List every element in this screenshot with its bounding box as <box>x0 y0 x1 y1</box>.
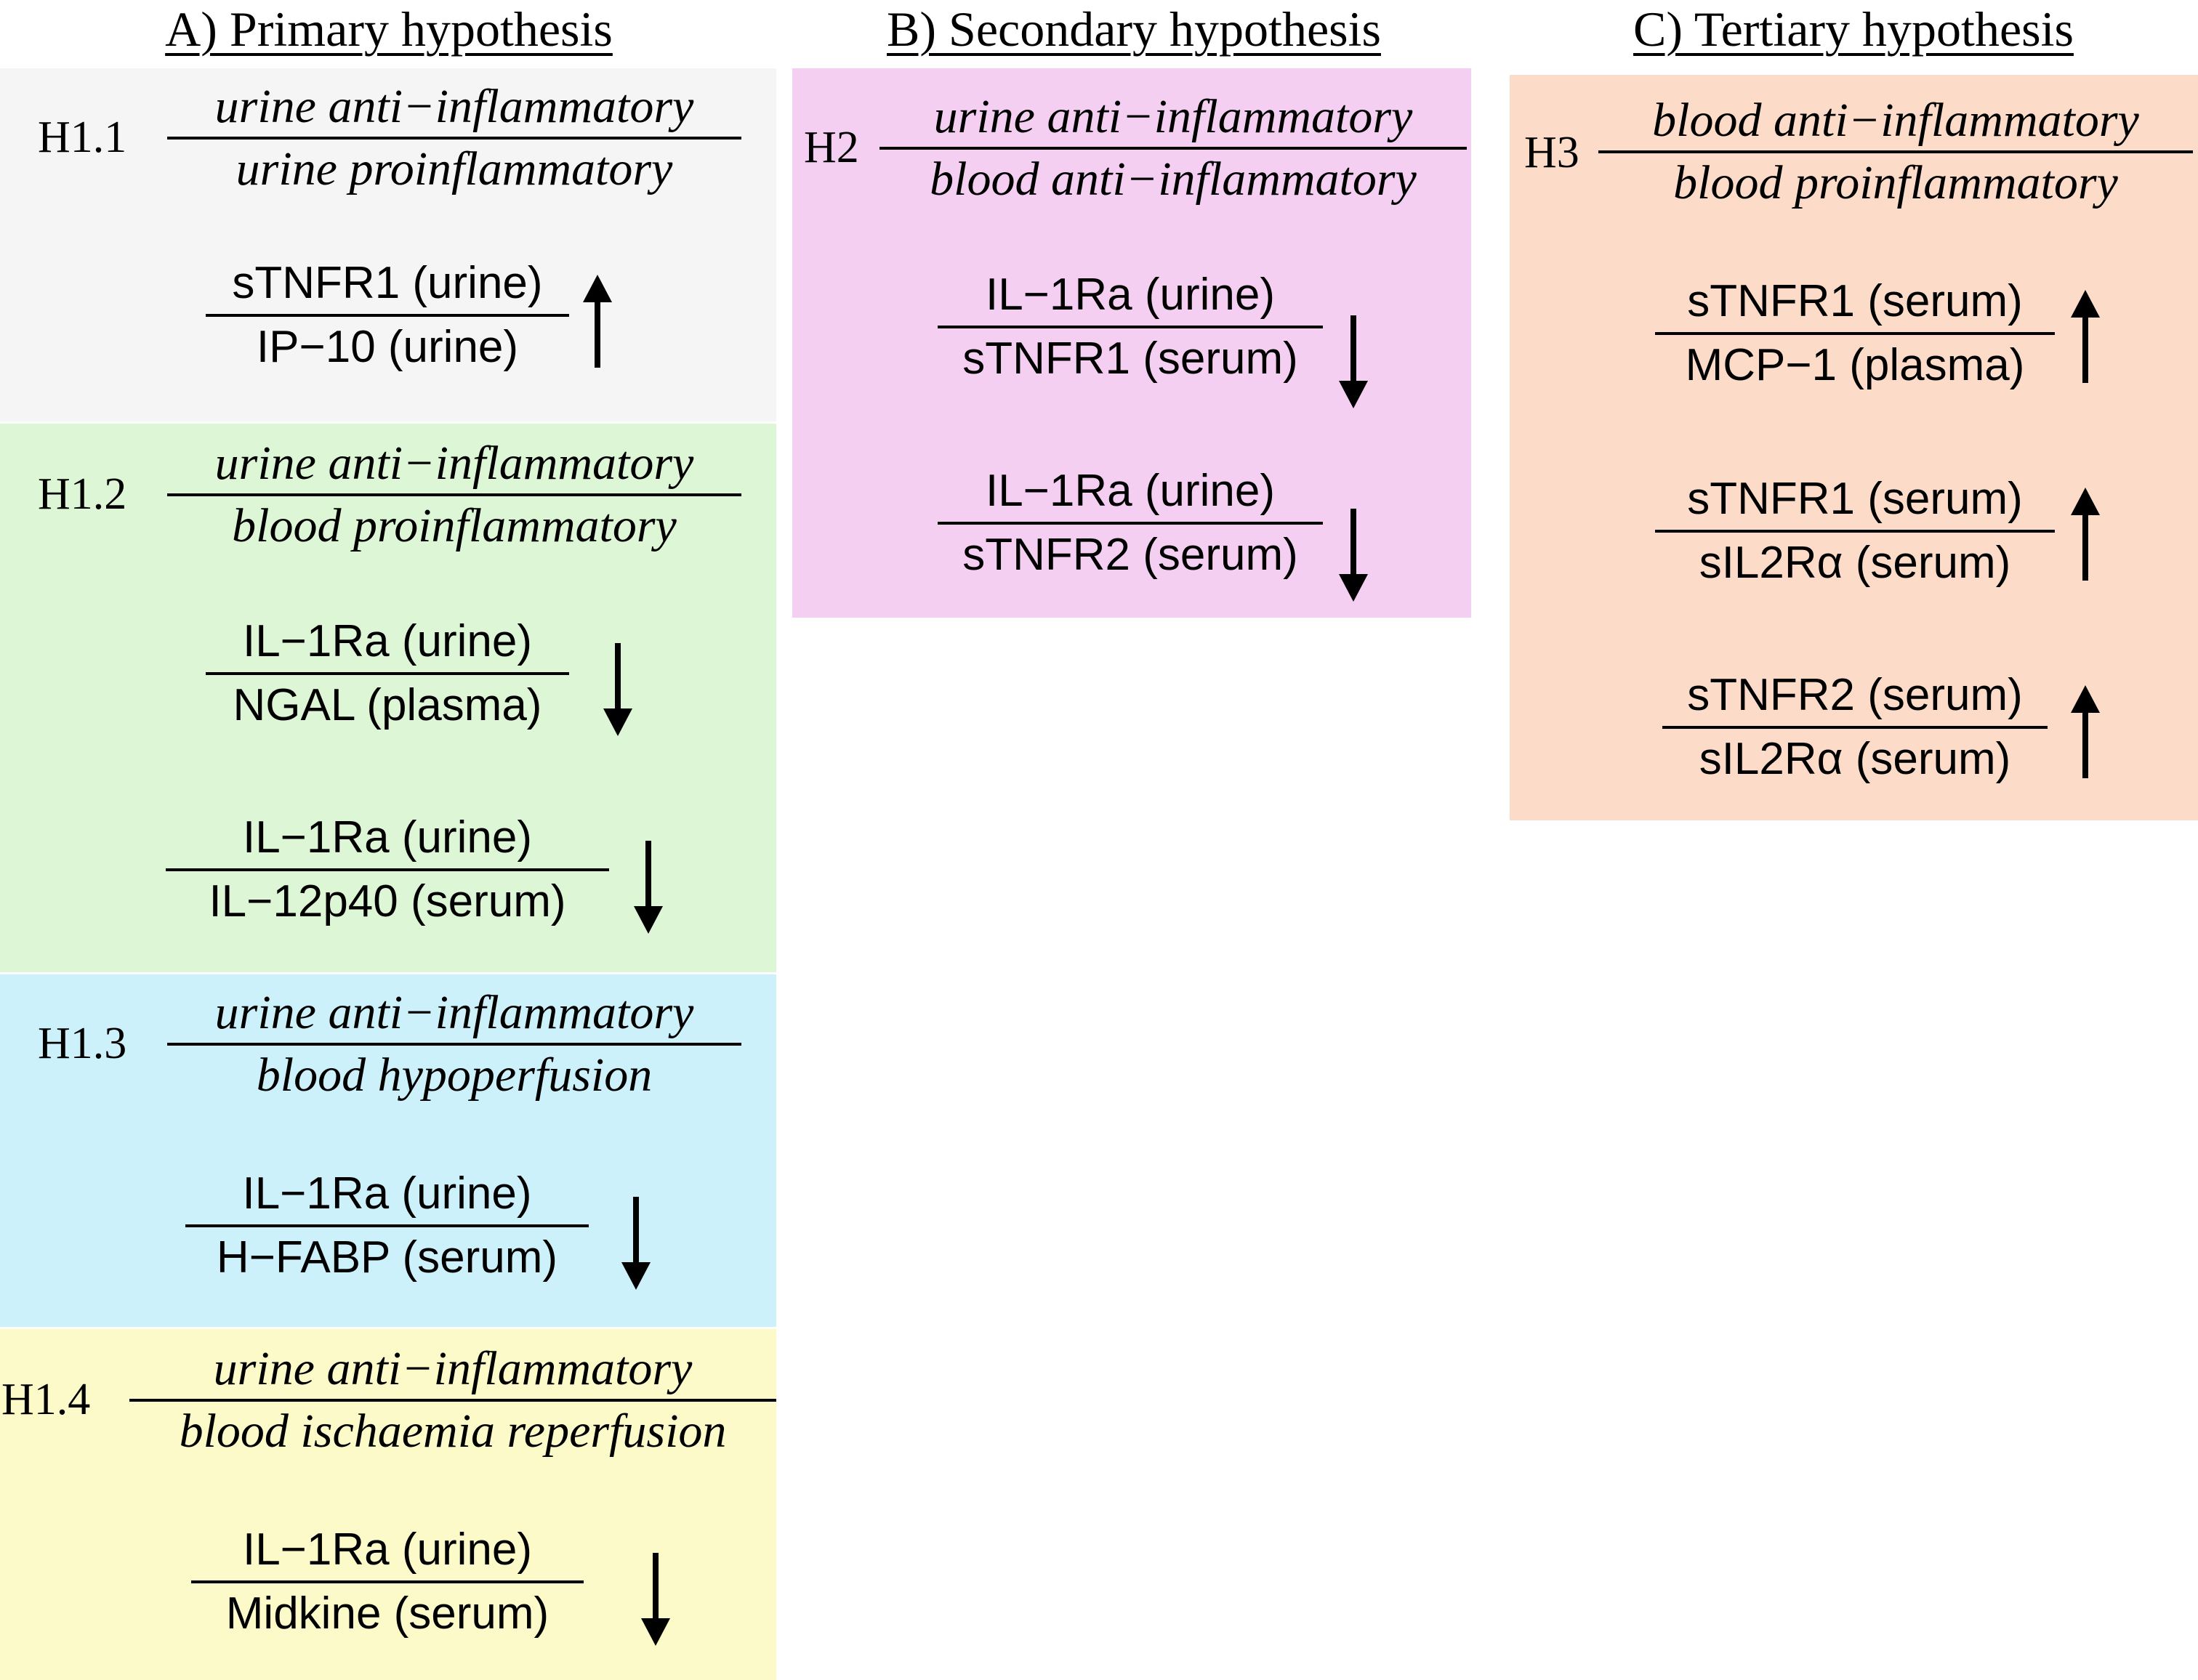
biomarker-ratio: IL−1Ra (urine) IL−12p40 (serum) <box>166 809 609 931</box>
fraction-bar <box>167 137 741 140</box>
fraction-bar <box>206 314 569 317</box>
biomarker-ratio: sTNFR1 (urine) IP−10 (urine) <box>206 254 569 376</box>
ratio-denominator: MCP−1 (plasma) <box>1685 340 2025 390</box>
arrow-down-icon <box>1332 308 1375 410</box>
hypothesis-numerator: blood anti−inflammatory <box>1652 94 2139 147</box>
panel-h1-3: H1.3 urine anti−inflammatory blood hypop… <box>0 974 776 1327</box>
hypothesis-fraction: urine anti−inflammatory urine proinflamm… <box>167 78 741 198</box>
hypothesis-denominator: urine proinflammatory <box>236 142 673 195</box>
hypothesis-denominator: blood anti−inflammatory <box>930 153 1417 206</box>
column-title-tertiary: C) Tertiary hypothesis <box>1633 1 2074 57</box>
panel-h1-2: H1.2 urine anti−inflammatory blood proin… <box>0 424 776 972</box>
fraction-bar <box>879 147 1467 150</box>
panel-h1-1: H1.1 urine anti−inflammatory urine proin… <box>0 68 776 421</box>
hypothesis-denominator: blood ischaemia reperfusion <box>179 1405 727 1458</box>
ratio-denominator: Midkine (serum) <box>225 1588 550 1639</box>
hypothesis-denominator: blood proinflammatory <box>1673 156 2118 209</box>
hypothesis-label: H3 <box>1524 128 1579 177</box>
arrow-down-icon <box>634 1546 677 1647</box>
biomarker-ratio: IL−1Ra (urine) H−FABP (serum) <box>185 1165 589 1287</box>
hypothesis-label: H2 <box>804 123 859 172</box>
ratio-numerator: sTNFR2 (serum) <box>1687 670 2023 720</box>
fraction-bar <box>167 1043 741 1046</box>
arrow-down-icon <box>614 1190 658 1291</box>
arrow-down-icon <box>596 636 640 738</box>
ratio-numerator: sTNFR1 (serum) <box>1687 474 2023 524</box>
arrow-up-icon <box>2064 288 2107 390</box>
fraction-bar <box>185 1224 589 1227</box>
fraction-bar <box>1655 530 2055 533</box>
ratio-denominator: sTNFR1 (serum) <box>962 334 1298 384</box>
hypothesis-numerator: urine anti−inflammatory <box>214 986 694 1039</box>
panel-h3: H3 blood anti−inflammatory blood proinfl… <box>1510 75 2198 820</box>
hypothesis-denominator: blood proinflammatory <box>232 499 677 552</box>
biomarker-ratio: sTNFR1 (serum) MCP−1 (plasma) <box>1655 272 2055 395</box>
biomarker-ratio: IL−1Ra (urine) sTNFR1 (serum) <box>938 266 1323 388</box>
hypothesis-label: H1.1 <box>38 113 127 162</box>
column-title-primary: A) Primary hypothesis <box>165 1 613 57</box>
ratio-numerator: IL−1Ra (urine) <box>242 812 533 863</box>
panel-h1-4: H1.4 urine anti−inflammatory blood ischa… <box>0 1329 776 1680</box>
ratio-numerator: IL−1Ra (urine) <box>242 1524 533 1575</box>
hypothesis-label: H1.2 <box>38 469 127 519</box>
biomarker-ratio: IL−1Ra (urine) Midkine (serum) <box>191 1521 584 1643</box>
fraction-bar <box>1662 726 2048 729</box>
panel-h2: H2 urine anti−inflammatory blood anti−in… <box>792 68 1471 618</box>
hypothesis-fraction: urine anti−inflammatory blood ischaemia … <box>129 1341 776 1460</box>
ratio-denominator: sIL2Rα (serum) <box>1699 734 2011 784</box>
ratio-numerator: IL−1Ra (urine) <box>985 270 1276 320</box>
biomarker-ratio: sTNFR2 (serum) sIL2Rα (serum) <box>1662 666 2048 788</box>
fraction-bar <box>938 522 1323 525</box>
fraction-bar <box>129 1399 776 1402</box>
hypothesis-numerator: urine anti−inflammatory <box>214 437 694 490</box>
ratio-denominator: sTNFR2 (serum) <box>962 530 1298 580</box>
fraction-bar <box>938 326 1323 328</box>
ratio-denominator: IL−12p40 (serum) <box>209 876 566 926</box>
fraction-bar <box>166 868 609 871</box>
hypothesis-fraction: blood anti−inflammatory blood proinflamm… <box>1598 92 2193 211</box>
ratio-numerator: IL−1Ra (urine) <box>985 466 1276 516</box>
biomarker-ratio: sTNFR1 (serum) sIL2Rα (serum) <box>1655 470 2055 592</box>
arrow-up-icon <box>576 273 619 375</box>
ratio-denominator: sIL2Rα (serum) <box>1699 538 2011 588</box>
hypothesis-denominator: blood hypoperfusion <box>256 1049 653 1102</box>
hypothesis-label: H1.3 <box>38 1019 127 1068</box>
biomarker-ratio: IL−1Ra (urine) sTNFR2 (serum) <box>938 462 1323 584</box>
biomarker-ratio: IL−1Ra (urine) NGAL (plasma) <box>206 613 569 735</box>
hypothesis-numerator: urine anti−inflammatory <box>214 80 694 133</box>
fraction-bar <box>167 493 741 496</box>
hypothesis-numerator: urine anti−inflammatory <box>933 90 1413 143</box>
arrow-up-icon <box>2064 486 2107 588</box>
hypothesis-fraction: urine anti−inflammatory blood anti−infla… <box>879 89 1467 208</box>
arrow-down-icon <box>1332 501 1375 603</box>
hypothesis-fraction: urine anti−inflammatory blood proinflamm… <box>167 435 741 554</box>
arrow-down-icon <box>627 833 670 935</box>
hypothesis-fraction: urine anti−inflammatory blood hypoperfus… <box>167 985 741 1104</box>
ratio-numerator: IL−1Ra (urine) <box>242 616 533 666</box>
ratio-denominator: H−FABP (serum) <box>216 1232 558 1283</box>
ratio-denominator: IP−10 (urine) <box>256 322 519 372</box>
hypothesis-numerator: urine anti−inflammatory <box>213 1342 693 1395</box>
ratio-denominator: NGAL (plasma) <box>233 680 542 730</box>
fraction-bar <box>206 672 569 675</box>
fraction-bar <box>191 1580 584 1583</box>
ratio-numerator: IL−1Ra (urine) <box>242 1168 532 1219</box>
arrow-up-icon <box>2064 684 2107 786</box>
ratio-numerator: sTNFR1 (urine) <box>232 258 543 308</box>
ratio-numerator: sTNFR1 (serum) <box>1687 276 2023 326</box>
hypothesis-label: H1.4 <box>1 1375 91 1424</box>
fraction-bar <box>1655 332 2055 335</box>
fraction-bar <box>1598 150 2193 153</box>
column-title-secondary: B) Secondary hypothesis <box>887 1 1381 57</box>
